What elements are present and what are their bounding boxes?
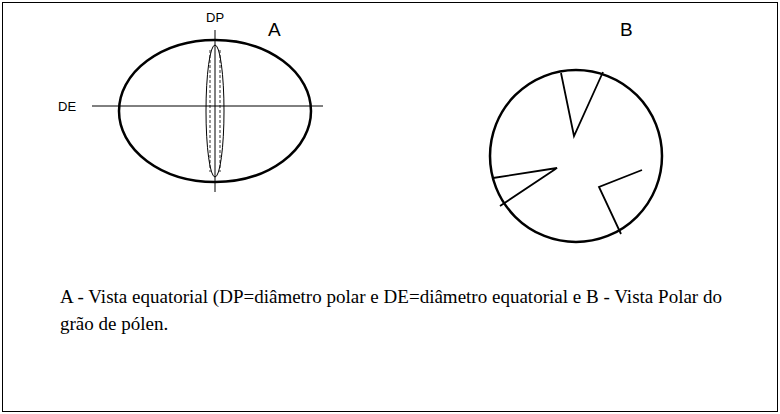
figure-caption: A - Vista equatorial (DP=diâmetro polar … bbox=[60, 283, 722, 337]
equatorial-axis bbox=[92, 106, 323, 107]
aperture-triangle bbox=[599, 170, 642, 234]
frame-border bbox=[3, 3, 778, 412]
axis-label: DP bbox=[206, 11, 224, 24]
aperture-line bbox=[210, 50, 211, 172]
aperture-triangle bbox=[493, 168, 557, 206]
pollen-grain-polar bbox=[490, 70, 662, 242]
figure-letter: B bbox=[620, 20, 633, 39]
aperture-triangle bbox=[561, 72, 603, 136]
aperture-line bbox=[220, 50, 221, 172]
axis-label: DE bbox=[58, 100, 76, 113]
figure-letter: A bbox=[268, 20, 281, 39]
polar-axis bbox=[215, 30, 216, 192]
